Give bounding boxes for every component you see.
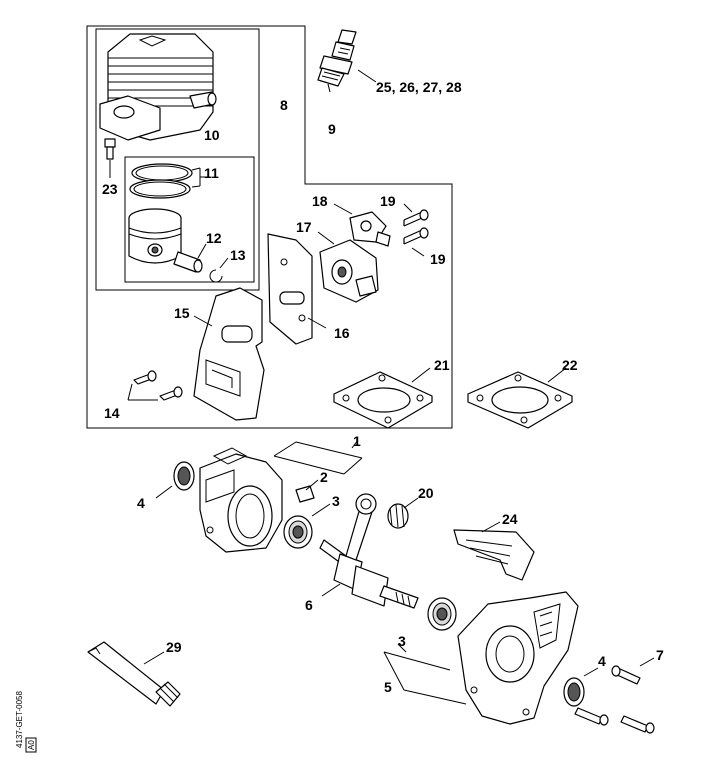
cylinder-part[interactable]: [99, 33, 217, 141]
spark-plug-part[interactable]: [317, 29, 357, 93]
label-3-upper: 3: [332, 493, 340, 509]
label-1: 1: [353, 433, 361, 449]
ball-bearing-upper-part[interactable]: [283, 515, 313, 549]
chain-guide-plate-part[interactable]: [453, 529, 535, 581]
label-21: 21: [434, 357, 450, 373]
label-17: 17: [296, 219, 312, 235]
piston-pin-part[interactable]: [173, 251, 203, 273]
circlip-part[interactable]: [209, 269, 223, 283]
label-11: 11: [204, 165, 219, 181]
label-7: 7: [656, 647, 664, 663]
drawing-stamp: A0: [27, 740, 36, 750]
manifold-screws-part[interactable]: [133, 370, 183, 401]
label-2: 2: [320, 469, 328, 485]
label-19-lower: 19: [430, 251, 446, 267]
label-10: 10: [204, 127, 220, 143]
grease-tube-part[interactable]: [87, 641, 181, 707]
crankcase-half-lower-part[interactable]: [457, 591, 579, 725]
label-24: 24: [502, 511, 518, 527]
carburetor-flange-part[interactable]: [319, 239, 379, 303]
drawing-stamp-box: [25, 737, 37, 753]
label-23: 23: [102, 181, 118, 197]
piston-part[interactable]: [128, 208, 182, 264]
piston-rings-part[interactable]: [129, 163, 193, 199]
crankshaft-part[interactable]: [319, 493, 419, 609]
group-10-outline: [124, 156, 255, 283]
label-4-upper: 4: [137, 495, 145, 511]
label-14: 14: [104, 405, 120, 421]
carburetor-screws-part[interactable]: [403, 209, 429, 245]
label-3-lower: 3: [398, 633, 406, 649]
label-25-28: 25, 26, 27, 28: [376, 79, 462, 95]
manifold-gasket-part[interactable]: [267, 233, 313, 345]
label-16: 16: [334, 325, 350, 341]
dowel-pin-part[interactable]: [295, 485, 315, 503]
oil-seal-lower-part[interactable]: [563, 677, 585, 707]
label-18: 18: [312, 193, 328, 209]
label-9: 9: [328, 121, 336, 137]
needle-cage-part[interactable]: [387, 503, 409, 529]
ball-bearing-lower-part[interactable]: [427, 597, 457, 631]
label-29: 29: [166, 639, 182, 655]
crankcase-screws-part[interactable]: [574, 665, 655, 734]
label-12: 12: [206, 230, 222, 246]
label-20: 20: [418, 485, 434, 501]
group-9-outline: [86, 25, 453, 429]
cylinder-bolt-part[interactable]: [104, 138, 116, 160]
label-6: 6: [305, 597, 313, 613]
label-15: 15: [174, 305, 190, 321]
label-5: 5: [384, 679, 392, 695]
label-8: 8: [280, 97, 288, 113]
crankcase-half-upper-part[interactable]: [199, 447, 283, 553]
label-4-lower: 4: [598, 653, 606, 669]
choke-shaft-part[interactable]: [349, 211, 391, 247]
cylinder-gasket-22-part[interactable]: [467, 371, 573, 429]
label-13: 13: [230, 247, 246, 263]
label-19-upper: 19: [380, 193, 396, 209]
oil-seal-upper-part[interactable]: [173, 461, 195, 491]
intake-manifold-part[interactable]: [193, 287, 265, 421]
drawing-code: 4137-GET-0058: [15, 691, 24, 748]
group-8-outline: [95, 28, 260, 291]
cylinder-gasket-21-part[interactable]: [333, 371, 433, 429]
label-22: 22: [562, 357, 578, 373]
